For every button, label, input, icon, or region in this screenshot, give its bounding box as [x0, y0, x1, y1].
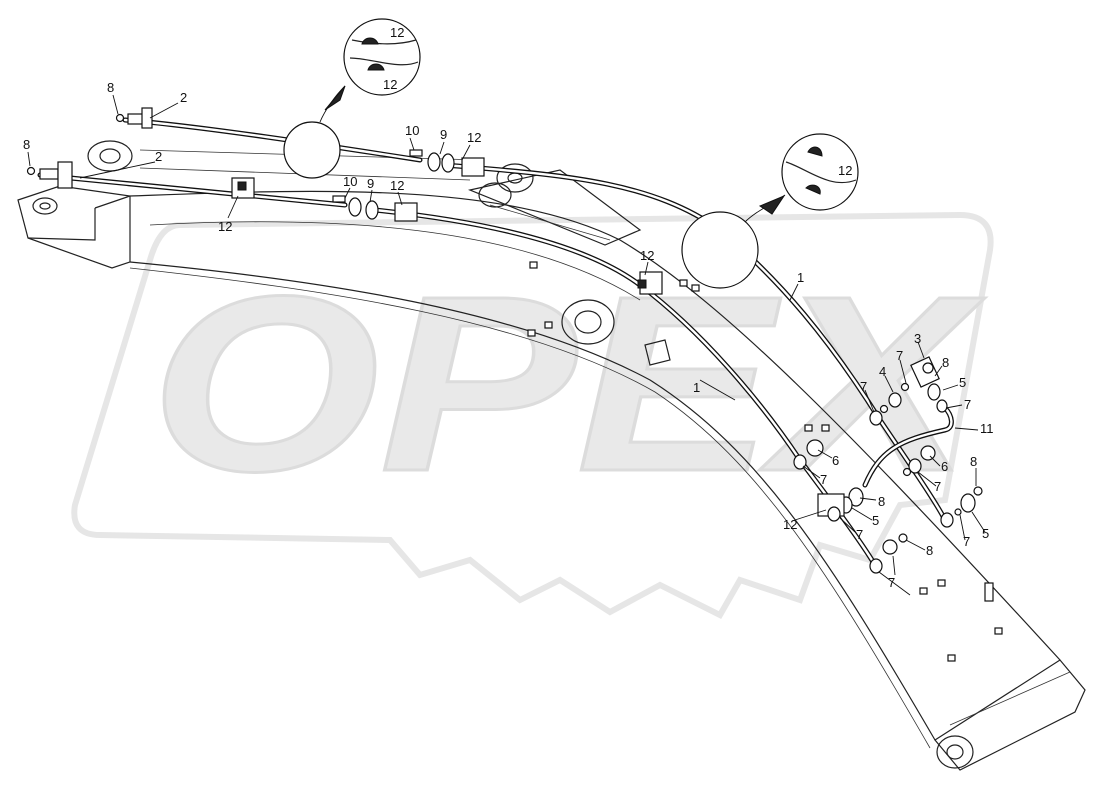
label-7: 7	[820, 472, 827, 487]
label-8: 8	[107, 80, 114, 95]
label-8: 8	[878, 494, 885, 509]
label-7: 7	[963, 534, 970, 549]
detail-callout-top	[283, 18, 421, 179]
hose-line-2-upper	[122, 117, 423, 163]
label-7: 7	[856, 527, 863, 542]
watermark: OPEX	[71, 211, 994, 619]
label-8: 8	[926, 543, 933, 558]
label-6: 6	[941, 459, 948, 474]
label-12: 12	[838, 163, 852, 178]
watermark-gear	[71, 211, 994, 619]
label-12: 12	[467, 130, 481, 145]
label-9: 9	[367, 176, 374, 191]
leader-lines	[27, 94, 986, 596]
hose-line-2-lower	[37, 172, 348, 208]
label-8: 8	[942, 355, 949, 370]
label-12: 12	[390, 178, 404, 193]
label-10: 10	[405, 123, 419, 138]
hose-line-11	[862, 405, 954, 488]
label-8: 8	[23, 137, 30, 152]
detail-callout-right	[681, 133, 859, 289]
label-1: 1	[693, 380, 700, 395]
label-10: 10	[343, 174, 357, 189]
label-1: 1	[797, 270, 804, 285]
hose-line-1-upper	[442, 162, 948, 523]
label-7: 7	[964, 397, 971, 412]
label-12: 12	[783, 517, 797, 532]
label-12: 12	[390, 25, 404, 40]
label-7: 7	[934, 479, 941, 494]
boom-structure	[17, 140, 1086, 771]
label-12: 12	[640, 248, 654, 263]
label-11: 11	[980, 421, 994, 436]
label-8: 8	[970, 454, 977, 469]
label-5: 5	[872, 513, 879, 528]
label-9: 9	[440, 127, 447, 142]
label-5: 5	[959, 375, 966, 390]
label-7: 7	[896, 348, 903, 363]
label-7: 7	[888, 575, 895, 590]
label-12: 12	[383, 77, 397, 92]
label-3: 3	[914, 331, 921, 346]
label-6: 6	[832, 453, 839, 468]
label-2: 2	[180, 90, 187, 105]
label-5: 5	[982, 526, 989, 541]
label-2: 2	[155, 149, 162, 164]
label-7: 7	[860, 379, 867, 394]
watermark-text: OPEX	[150, 244, 986, 523]
label-4: 4	[879, 364, 886, 379]
callout-labels: 8 2 8 2 12 12 12 10 9 12 10 9 12 12 12 1…	[23, 25, 994, 590]
label-12: 12	[218, 219, 232, 234]
